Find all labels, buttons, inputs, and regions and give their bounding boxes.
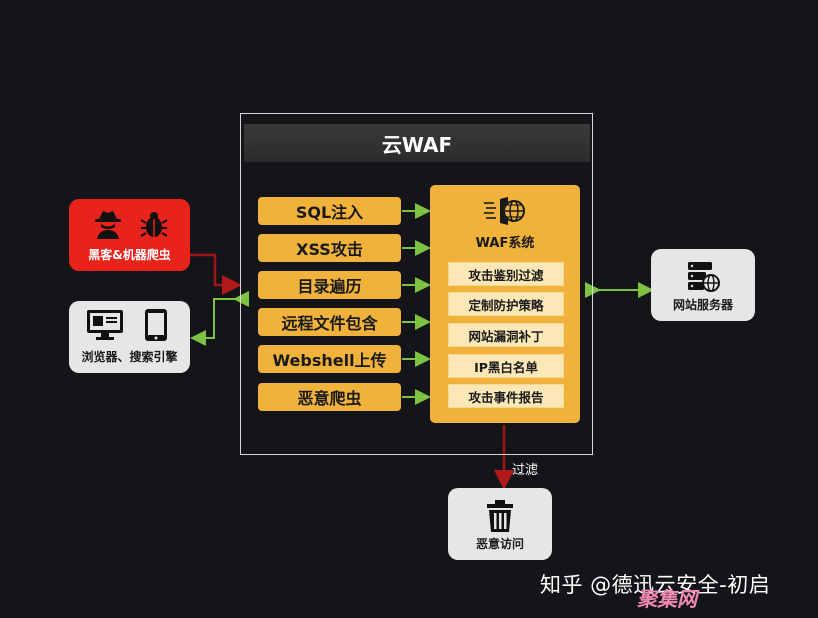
users-card: 浏览器、搜索引擎 [69, 301, 190, 373]
waf-container [240, 113, 593, 455]
hacker-icon [95, 211, 121, 239]
threat-sql-injection: SQL注入 [258, 197, 401, 225]
malicious-access-label: 恶意访问 [475, 537, 524, 551]
bug-icon [140, 212, 168, 237]
users-label: 浏览器、搜索引擎 [81, 350, 178, 364]
watermark-overlay: 聚集网 [637, 587, 697, 611]
threat-xss: XSS攻击 [258, 234, 401, 262]
server-icon [688, 262, 720, 292]
attacker-arrow [190, 253, 242, 295]
waf-title: 云WAF [244, 124, 590, 162]
monitor-icon [87, 310, 123, 340]
server-card: 网站服务器 [651, 249, 755, 321]
filter-label: 过滤 [512, 463, 539, 478]
threat-remote-file-inclusion: 远程文件包含 [258, 308, 401, 336]
waf-system-label: WAF系统 [475, 236, 535, 251]
user-arrow [190, 291, 249, 346]
phone-icon [145, 309, 167, 341]
attacker-label: 黑客&机器爬虫 [88, 248, 171, 262]
trash-icon [487, 500, 513, 532]
feature-attack-filtering: 攻击鉴别过滤 [448, 262, 564, 286]
attacker-card: 黑客&机器爬虫 [69, 199, 190, 271]
threat-directory-traversal: 目录遍历 [258, 271, 401, 299]
feature-ip-blacklist: IP黑白名单 [448, 354, 564, 378]
watermark-text: 知乎 @德迅云安全-初启 [540, 573, 771, 597]
waf-shield-icon [484, 197, 525, 225]
server-label: 网站服务器 [672, 298, 733, 312]
feature-attack-report: 攻击事件报告 [448, 384, 564, 408]
threat-to-waf-arrows [402, 203, 431, 405]
feature-custom-policy: 定制防护策略 [448, 292, 564, 316]
threat-webshell-upload: Webshell上传 [258, 345, 401, 373]
malicious-access-card: 恶意访问 [448, 488, 552, 560]
threat-malicious-crawler: 恶意爬虫 [258, 383, 401, 411]
feature-vulnerability-patch: 网站漏洞补丁 [448, 323, 564, 347]
